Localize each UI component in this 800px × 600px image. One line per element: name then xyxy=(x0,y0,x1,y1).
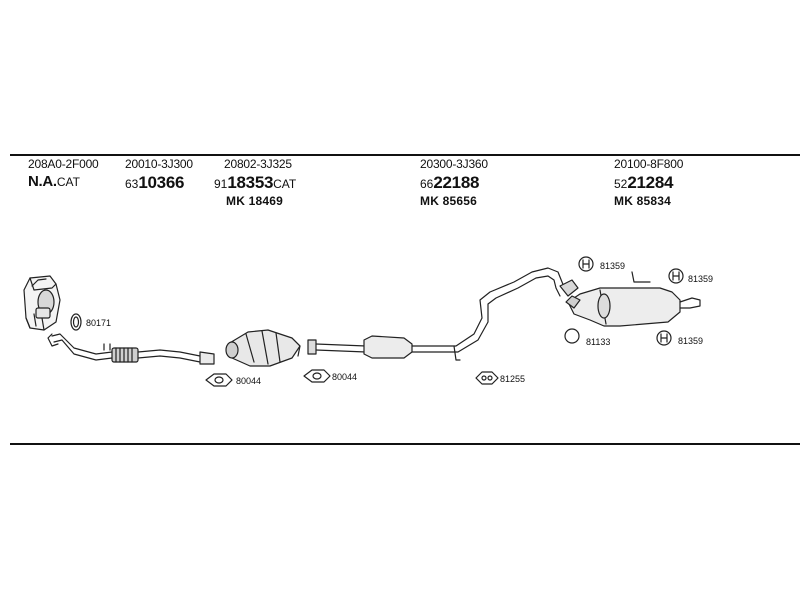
exhaust-system-diagram: 80171 80044 80044 xyxy=(23,256,713,387)
middle-silencer-icon xyxy=(307,267,579,361)
part-number: 5221284 xyxy=(614,173,674,192)
part-block-catalyst: 20802-3J325 9118353CAT MK 18469 xyxy=(214,158,296,207)
clamp-icon xyxy=(578,256,594,272)
catalytic-converter-icon xyxy=(225,329,301,367)
part-block-catalyst-front: 208A0-2F000 N.A.CAT xyxy=(28,158,99,193)
callout-81359-top: 81359 xyxy=(600,261,625,271)
part-number: 6310366 xyxy=(125,173,185,192)
oem-number: 20300-3J360 xyxy=(420,157,488,171)
gasket-icon xyxy=(205,373,233,387)
rubber-hanger-icon xyxy=(475,371,499,385)
callout-81255: 81255 xyxy=(500,374,525,384)
oem-number: 20100-8F800 xyxy=(614,157,684,171)
oem-number: 20802-3J325 xyxy=(224,157,292,171)
part-block-front-pipe: 20010-3J300 6310366 xyxy=(125,158,193,195)
callout-80044-right: 80044 xyxy=(332,372,357,382)
clamp-icon xyxy=(656,330,672,346)
clamp-icon xyxy=(668,268,684,284)
part-number: 6622188 xyxy=(420,173,480,192)
gasket-icon xyxy=(303,369,331,383)
callout-81133: 81133 xyxy=(586,337,610,347)
part-number: 9118353CAT xyxy=(214,173,297,192)
top-divider xyxy=(10,154,800,156)
mk-number: MK 85834 xyxy=(614,194,671,208)
front-pipe-icon xyxy=(47,333,215,365)
part-block-rear-silencer: 20100-8F800 5221284 MK 85834 xyxy=(614,158,683,207)
callout-81359-right: 81359 xyxy=(688,274,713,284)
rear-silencer-icon xyxy=(565,271,701,327)
callout-80044-left: 80044 xyxy=(236,376,261,386)
front-catalyst-icon xyxy=(23,275,61,331)
part-block-middle-silencer: 20300-3J360 6622188 MK 85656 xyxy=(420,158,488,207)
gasket-icon xyxy=(70,313,82,331)
oem-number: 208A0-2F000 xyxy=(28,157,99,171)
bottom-divider xyxy=(10,443,800,445)
oem-number: 20010-3J300 xyxy=(125,157,193,171)
callout-80171: 80171 xyxy=(86,318,111,328)
mk-number: MK 18469 xyxy=(226,194,283,208)
mk-number: MK 85656 xyxy=(420,194,477,208)
callout-81359-bottom: 81359 xyxy=(678,336,703,346)
seal-ring-icon xyxy=(564,328,580,344)
part-number: N.A.CAT xyxy=(28,173,80,190)
